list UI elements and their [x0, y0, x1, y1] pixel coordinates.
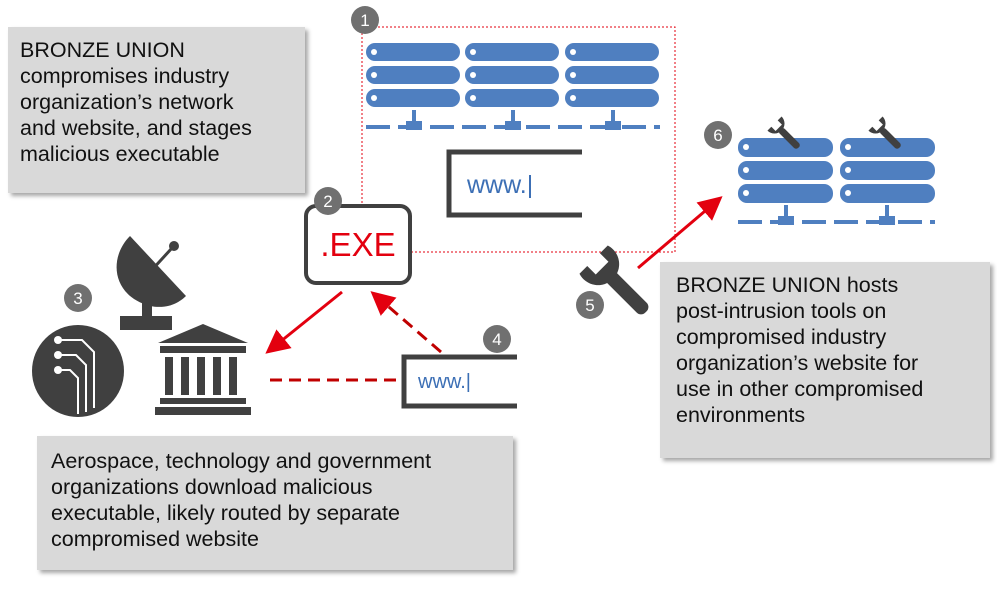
- step-number: 6: [713, 126, 722, 145]
- callout-hosting-text: BRONZE UNION hosts post-intrusion tools …: [676, 273, 924, 427]
- browser-window-icon: www.|: [446, 149, 582, 218]
- wrench-icon: [767, 116, 800, 149]
- callout-download-text: Aerospace, technology and government org…: [51, 449, 432, 551]
- step-badge-6: 6: [704, 121, 732, 149]
- exe-label: .EXE: [320, 226, 395, 263]
- step-badge-5: 5: [576, 291, 604, 319]
- step-badge-2: 2: [314, 187, 342, 215]
- step-badge-4: 4: [483, 325, 511, 353]
- government-building-icon: [155, 324, 251, 415]
- callout-hosting: BRONZE UNION hosts post-intrusion tools …: [660, 262, 990, 458]
- browser-window-icon: www.|: [401, 354, 517, 409]
- tool-hosting-arrow: [637, 196, 723, 270]
- satellite-dish-icon: [116, 236, 186, 330]
- step-number: 1: [360, 11, 369, 30]
- callout-compromise-text: BRONZE UNION compromises industry organi…: [20, 38, 252, 166]
- step-number: 3: [73, 289, 82, 308]
- step-number: 5: [585, 296, 594, 315]
- routing-website-label: www.|: [417, 371, 471, 393]
- wrench-icon: [868, 116, 901, 149]
- route-arrow: [370, 291, 442, 354]
- wrench-icon: [579, 245, 649, 315]
- step-badge-3: 3: [64, 284, 92, 312]
- server-rack-icon: [738, 138, 935, 225]
- server-rack-icon: [366, 43, 660, 130]
- executable-file-icon: .EXE: [304, 204, 412, 285]
- step-badge-1: 1: [351, 6, 379, 34]
- website-url-label: www.|: [466, 171, 533, 199]
- callout-download: Aerospace, technology and government org…: [37, 436, 513, 570]
- callout-compromise: BRONZE UNION compromises industry organi…: [8, 27, 305, 193]
- step-number: 4: [492, 330, 501, 349]
- step-number: 2: [323, 192, 332, 211]
- download-arrow: [265, 290, 343, 354]
- compromised-network-boundary: [361, 26, 676, 253]
- circuit-icon: [32, 325, 124, 417]
